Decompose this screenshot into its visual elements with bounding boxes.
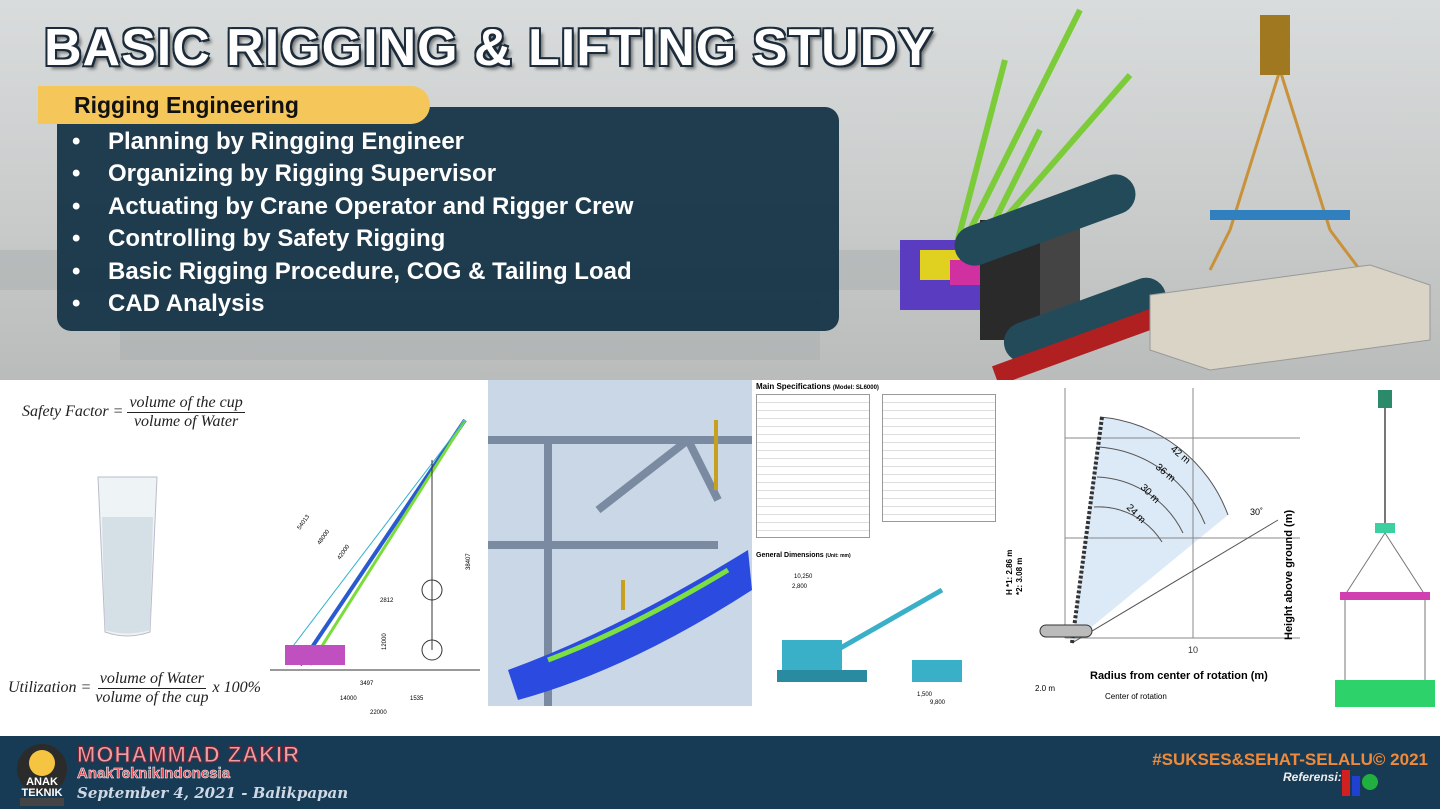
svg-text:30˚: 30˚ bbox=[1250, 507, 1263, 517]
presentation-date: September 4, 2021 - Balikpapan bbox=[77, 784, 349, 802]
svg-text:1535: 1535 bbox=[410, 696, 424, 702]
bullet-item: •CAD Analysis bbox=[72, 289, 265, 317]
svg-text:12000: 12000 bbox=[382, 633, 388, 650]
author-name: MOHAMMAD ZAKIR bbox=[77, 742, 300, 768]
slide-title: BASIC RIGGING & LIFTING STUDY bbox=[44, 19, 934, 77]
x-axis-label: Radius from center of rotation (m) bbox=[1090, 670, 1268, 682]
content-panel bbox=[57, 107, 839, 331]
footer bbox=[0, 736, 1440, 809]
svg-text:*2: 3.08 m: *2: 3.08 m bbox=[1015, 558, 1024, 595]
svg-text:9,800: 9,800 bbox=[930, 700, 946, 706]
bullet-list: •Planning by Ringging Engineer •Organizi… bbox=[72, 127, 633, 321]
svg-text:48000: 48000 bbox=[317, 528, 332, 546]
y-axis-label: Height above ground (m) bbox=[1283, 510, 1295, 641]
crane-dimension-drawing: 54013 48000 42000 38407 2812 12000 3497 … bbox=[260, 380, 488, 720]
crane-3d-illustration bbox=[900, 8, 1431, 380]
section-tag: Rigging Engineering bbox=[38, 86, 430, 124]
svg-text:10,250: 10,250 bbox=[794, 574, 813, 580]
svg-text:54013: 54013 bbox=[297, 513, 312, 531]
anak-teknik-logo: ANAK TEKNIK bbox=[17, 744, 67, 806]
svg-text:2.0 m: 2.0 m bbox=[1035, 684, 1055, 693]
svg-text:ANAK: ANAK bbox=[26, 776, 58, 788]
lifting-beam-diagram bbox=[1335, 390, 1435, 707]
water-glass-image bbox=[97, 476, 158, 637]
bullet-item: •Controlling by Safety Rigging bbox=[72, 225, 446, 253]
svg-text:Center of rotation: Center of rotation bbox=[1105, 692, 1167, 701]
svg-text:TEKNIK: TEKNIK bbox=[22, 787, 63, 799]
working-range-chart: 42 m 36 m 30 m 24 m 30˚ 1020304050102030… bbox=[1000, 380, 1300, 710]
reference-label: Referensi: bbox=[1283, 770, 1342, 784]
bullet-item: •Planning by Ringging Engineer bbox=[72, 128, 465, 155]
svg-text:42000: 42000 bbox=[337, 543, 352, 561]
svg-text:38407: 38407 bbox=[466, 553, 472, 570]
svg-text:2812: 2812 bbox=[380, 598, 394, 604]
svg-text:1,500: 1,500 bbox=[917, 692, 933, 698]
slogan: #SUKSES&SEHAT-SELALU© 2021 bbox=[1152, 750, 1428, 769]
bullet-item: •Basic Rigging Procedure, COG & Tailing … bbox=[72, 257, 632, 285]
svg-text:14000: 14000 bbox=[340, 696, 357, 702]
x-tick-label: 10 bbox=[1188, 645, 1198, 655]
svg-text:3497: 3497 bbox=[360, 681, 374, 687]
reference-logo bbox=[1342, 770, 1378, 796]
svg-text:2,800: 2,800 bbox=[792, 584, 808, 590]
fea-analysis-image bbox=[488, 380, 752, 706]
bullet-item: •Actuating by Crane Operator and Rigger … bbox=[72, 192, 634, 220]
bullet-item: •Organizing by Rigging Supervisor bbox=[72, 160, 497, 188]
hero-background: BASIC RIGGING & LIFTING STUDY Rigging En… bbox=[0, 0, 1440, 380]
svg-text:H *1: 2.86 m: H *1: 2.86 m bbox=[1005, 550, 1014, 595]
svg-text:22000: 22000 bbox=[370, 710, 387, 716]
main-specifications-sheet: Main Specifications (Model: SL6000) Gene… bbox=[752, 380, 1000, 710]
author-org: AnakTeknikIndonesia bbox=[77, 765, 231, 783]
